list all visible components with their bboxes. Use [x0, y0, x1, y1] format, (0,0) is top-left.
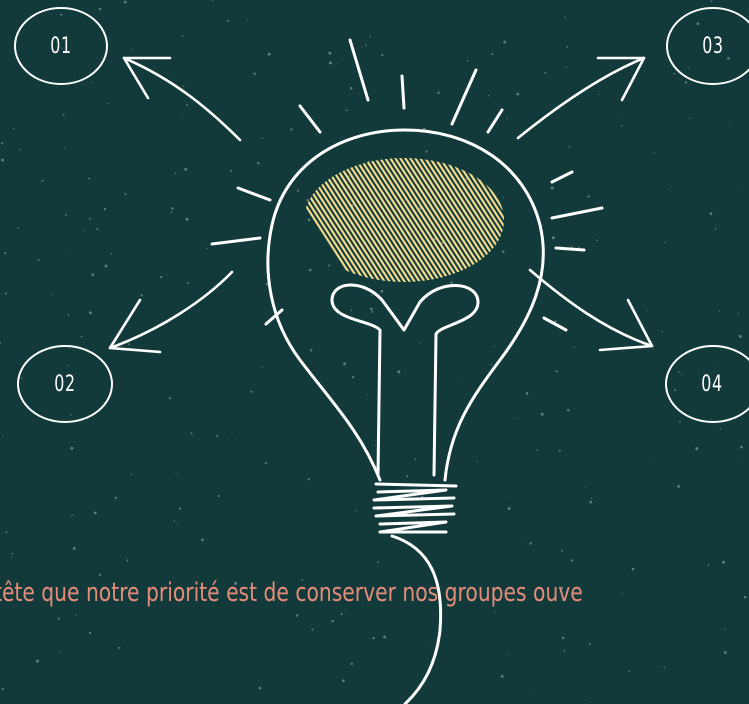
arrow-to-04	[530, 270, 652, 346]
caption-text: tête que notre priorité est de conserver…	[0, 578, 583, 608]
label-04: 04	[690, 364, 733, 404]
label-03: 03	[691, 26, 734, 66]
bulb-filament	[332, 285, 478, 475]
arrow-to-01	[124, 58, 240, 140]
light-bulb-icon	[268, 130, 705, 704]
arrow-to-02	[110, 272, 232, 348]
label-01: 01	[39, 26, 82, 66]
label-02: 02	[43, 364, 86, 404]
bulb-hatch	[270, 150, 705, 290]
bulb-base	[374, 484, 456, 532]
arrowhead-03	[598, 58, 644, 100]
bulb-cord	[392, 536, 441, 704]
arrow-to-03	[518, 58, 644, 138]
